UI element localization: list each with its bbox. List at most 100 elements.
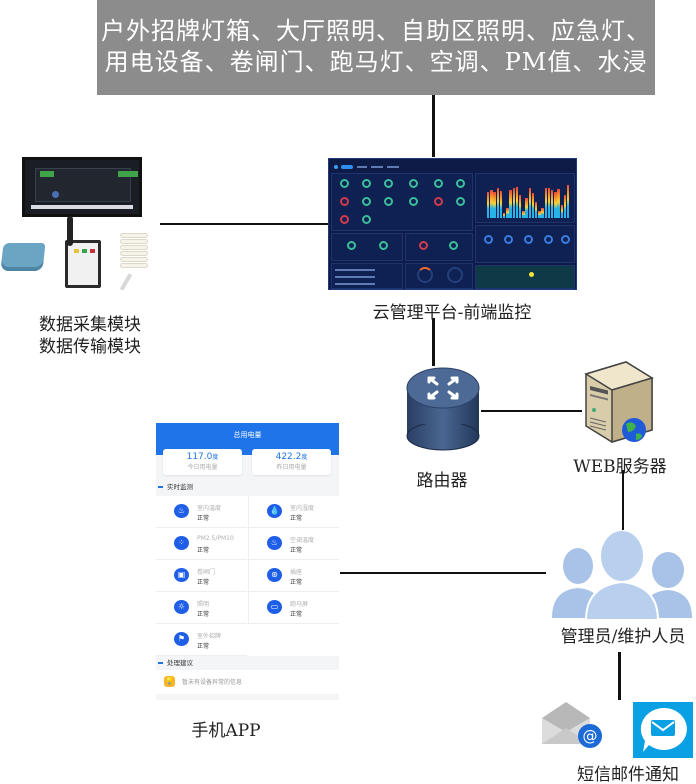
monitor-item[interactable]: ⊛ 插座正常: [248, 560, 339, 592]
dashboard-bar: [525, 198, 528, 218]
dashboard-bar: [567, 185, 570, 218]
monitor-item[interactable]: ⁘ PM2.5/PM10 正常: [156, 528, 247, 560]
dashboard-bar: [519, 194, 522, 218]
section-advice: 处理建议: [156, 656, 339, 670]
monitor-status: 正常: [290, 579, 303, 586]
web-server-icon: [582, 352, 656, 444]
dashboard-bar: [503, 213, 506, 218]
dashboard-bar: [538, 211, 541, 218]
monitor-status: 正常: [197, 579, 210, 586]
link-banner-platform: [432, 95, 435, 157]
monitor-name: 室内湿度: [290, 505, 315, 512]
socket-icon: ⊛: [267, 568, 282, 582]
shutter-door-icon: ▣: [174, 568, 189, 582]
dashboard-bar: [499, 190, 503, 218]
cloud-platform-label: 云管理平台-前端监控: [372, 303, 532, 323]
dashboard-bar: [547, 187, 551, 218]
monitor-item[interactable]: ⚑ 室外招牌正常: [156, 624, 247, 656]
link-router-server: [481, 410, 582, 412]
dashboard-bar: [493, 192, 496, 218]
link-devices-platform: [160, 223, 328, 225]
led-screen-icon: ▭: [267, 600, 282, 614]
notification-label: 短信邮件通知: [577, 765, 679, 784]
banner-line-1: 户外招牌灯箱、大厅照明、自助区照明、应急灯、: [101, 17, 651, 45]
thermometer-icon: ♨: [267, 536, 282, 550]
devices-label: 数据采集模块 数据传输模块: [39, 315, 141, 357]
web-server-label: WEB服务器: [573, 457, 667, 477]
globe-icon: [622, 418, 646, 442]
monitor-status: 正常: [290, 547, 303, 554]
monitor-status: 正常: [197, 643, 210, 650]
monitor-item[interactable]: ▣ 卷闸门正常: [156, 560, 247, 592]
dashboard-bar: [512, 188, 515, 218]
thermometer-icon: ♨: [174, 504, 189, 518]
dashboard-bar: [554, 191, 557, 218]
dashboard-bar: [557, 188, 560, 218]
advice-message: 💡 暂未有设备异常的信息: [156, 670, 339, 694]
banner-line-2: 用电设备、卷闸门、跑马灯、空调、PM值、水浸: [104, 48, 648, 76]
dashboard-bar: [490, 189, 493, 218]
dashboard-bar: [551, 189, 554, 218]
wireless-gateway-device: [0, 243, 46, 271]
monitor-item[interactable]: ▭ 跑马屏正常: [248, 592, 339, 624]
dashboard-bar: [541, 208, 544, 218]
dashboard-bar: [509, 189, 512, 218]
monitor-name: 跑马屏: [290, 601, 309, 608]
data-acquisition-controller: [22, 157, 142, 217]
controller-board: [35, 168, 138, 202]
dashboard-bar: [496, 188, 499, 218]
monitor-name: 照明: [197, 601, 210, 608]
link-server-admins: [622, 470, 624, 530]
dashboard-bar: [535, 201, 538, 218]
monitor-status: 正常: [197, 515, 210, 522]
light-bulb-icon: ☼: [174, 600, 189, 614]
dashboard-bar: [522, 211, 525, 218]
antenna-icon: [67, 216, 73, 246]
dashboard-bar: [560, 204, 563, 218]
monitor-status: 正常: [197, 547, 210, 554]
data-transmission-unit: [65, 216, 101, 288]
dashboard-bar: [531, 193, 535, 218]
monitor-item[interactable]: 💧 室内湿度正常: [248, 496, 339, 528]
monitor-name: PM2.5/PM10: [197, 535, 234, 542]
monitor-name: 卷闸门: [197, 569, 216, 576]
monitor-item[interactable]: ☼照明正常: [156, 592, 247, 624]
mobile-app-screenshot: 总用电量 117.0度 今日用电量 422.2度 昨日用电量 实时监测 ♨室内温…: [156, 423, 339, 700]
dashboard-bar: [544, 188, 547, 218]
administrators-icon: [550, 529, 692, 621]
dashboard-bar: [506, 208, 509, 218]
dashboard-bar: [563, 194, 567, 218]
temperature-humidity-sensor: [119, 233, 148, 291]
monitor-name: 空调温度: [290, 537, 315, 544]
light-bulb-icon: 💡: [164, 676, 175, 687]
email-icon[interactable]: @: [540, 700, 606, 750]
monitor-name: 室内温度: [197, 505, 222, 512]
link-admins-notify: [618, 652, 621, 700]
dashboard-bar: [487, 191, 490, 218]
monitored-devices-banner: 户外招牌灯箱、大厅照明、自助区照明、应急灯、 用电设备、卷闸门、跑马灯、空调、P…: [97, 0, 655, 95]
dashboard-bar: [528, 188, 531, 218]
flag-icon: ⚑: [174, 632, 189, 646]
particles-icon: ⁘: [174, 536, 189, 550]
sms-message-icon[interactable]: [633, 702, 693, 758]
monitor-item[interactable]: ♨ 空调温度正常: [248, 528, 339, 560]
cloud-platform-dashboard-screenshot: [328, 158, 577, 290]
monitor-name: 插座: [290, 569, 303, 576]
monitor-status: 正常: [290, 611, 303, 618]
monitor-item[interactable]: ♨ 室内温度正常: [156, 496, 247, 528]
monitor-name: 室外招牌: [197, 633, 222, 640]
svg-text:@: @: [583, 727, 598, 745]
link-platform-router: [432, 318, 435, 366]
monitor-status: 正常: [290, 515, 303, 522]
yesterday-usage-card: 422.2度 昨日用电量: [252, 449, 331, 475]
router-icon: [405, 366, 481, 454]
administrators-label: 管理员/维护人员: [560, 627, 686, 647]
mobile-app-label: 手机APP: [191, 721, 261, 741]
today-usage-card: 117.0度 今日用电量: [163, 449, 242, 475]
dashboard-bar: [515, 186, 519, 218]
link-app-admins: [340, 572, 546, 574]
section-realtime-monitoring: 实时监测: [156, 480, 339, 494]
router-label: 路由器: [416, 471, 468, 491]
water-drop-icon: 💧: [267, 504, 282, 518]
